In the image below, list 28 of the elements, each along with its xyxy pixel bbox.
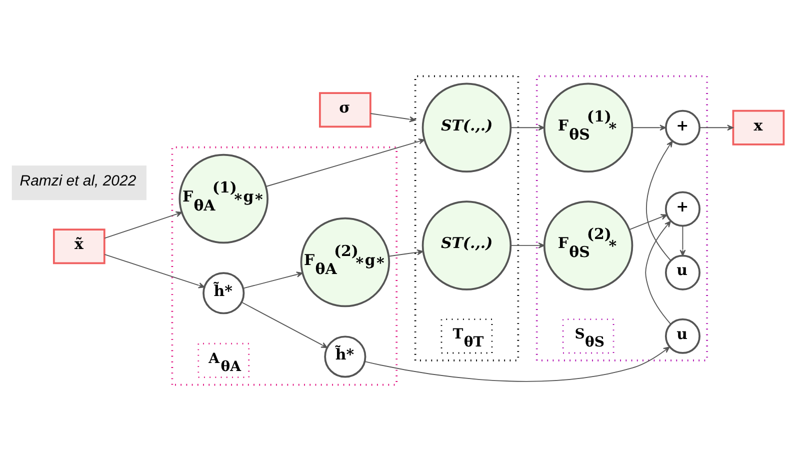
node-circle: ST(.,.): [422, 82, 512, 172]
arrow: [510, 242, 545, 248]
node-circle: +: [664, 109, 700, 145]
node-circle: u: [664, 318, 700, 354]
node-circle: ST(.,.): [422, 200, 512, 290]
cluster: [536, 74, 708, 361]
node-circle: h̃*: [202, 272, 245, 314]
label: Ramzi et al, 2022: [20, 172, 136, 189]
arrow: [370, 112, 416, 122]
arrow: [699, 124, 734, 130]
node-circle: u: [664, 254, 700, 290]
arrow: [266, 138, 425, 186]
cluster: [171, 146, 398, 386]
arrow: [364, 346, 670, 382]
arrow: [242, 271, 303, 288]
arrow: [104, 253, 205, 288]
arrow: [680, 225, 686, 256]
arrow: [646, 140, 673, 260]
arrow: [645, 220, 672, 324]
arrow: [104, 210, 182, 238]
node-box: σ: [319, 92, 372, 128]
node-box: x̃: [52, 228, 106, 264]
node-box: x: [732, 109, 785, 145]
arrow: [629, 214, 668, 230]
node-circle: h̃*: [324, 335, 366, 378]
arrow: [241, 301, 328, 348]
arrow: [632, 124, 666, 130]
arrow: [510, 124, 545, 130]
